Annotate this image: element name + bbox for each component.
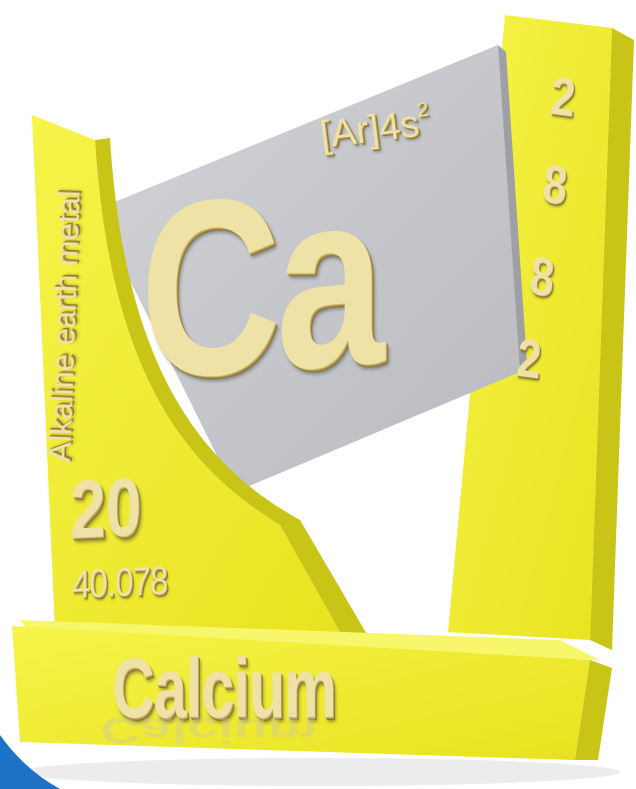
- right-bar-side: [590, 28, 634, 650]
- right-bar-front: [448, 15, 612, 640]
- electron-shell-2: 8: [540, 153, 570, 217]
- left-curve-front: [32, 115, 350, 650]
- element-category: Alkaline earth metal: [42, 189, 87, 464]
- floor-shadow: [20, 758, 620, 786]
- base-top: [20, 620, 600, 660]
- blue-corner-accent: [0, 735, 60, 789]
- base-front: [12, 626, 590, 760]
- electron-shell-3: 8: [527, 245, 557, 309]
- atomic-mass: 40.078: [72, 558, 168, 607]
- base-side: [575, 660, 612, 760]
- electron-shell-1: 2: [548, 65, 578, 129]
- element-symbol: Ca: [140, 136, 380, 432]
- element-name: Calcium: [112, 641, 337, 735]
- electron-shell-4: 2: [514, 327, 544, 391]
- config-core: [Ar]: [317, 107, 382, 157]
- atomic-number: 20: [70, 461, 142, 556]
- gray-panel: [95, 45, 520, 492]
- config-valence: 4s: [376, 102, 422, 150]
- element-name-reflection: Calcium: [100, 710, 318, 751]
- gray-panel-edge: [498, 45, 528, 378]
